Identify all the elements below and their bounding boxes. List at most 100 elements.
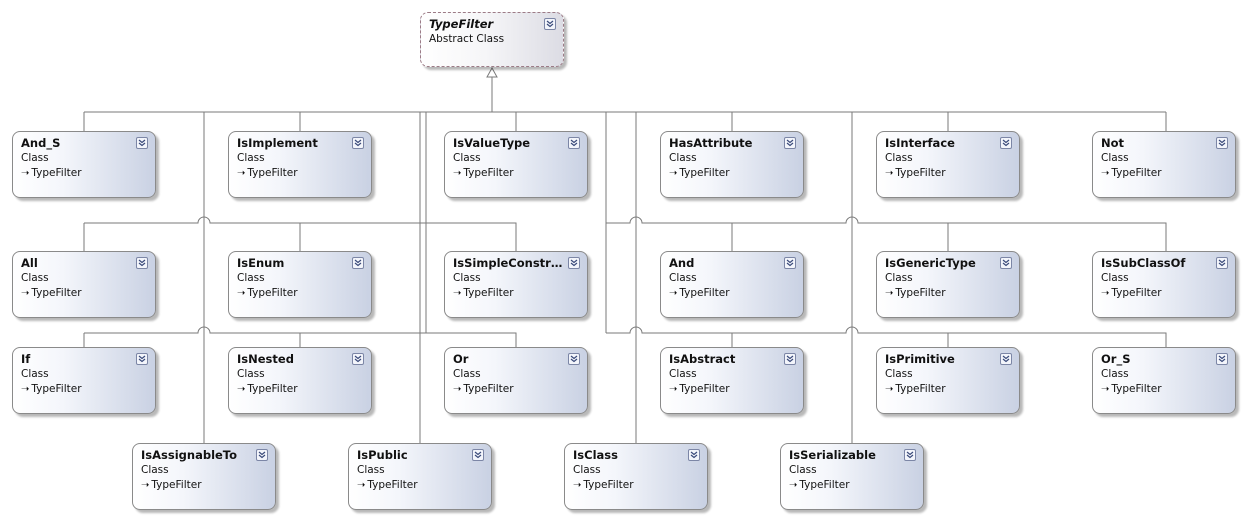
class-name: And (669, 256, 695, 270)
double-chevron-down-icon[interactable] (136, 353, 148, 365)
class-kind: Class (1101, 368, 1129, 380)
class-box-and-s[interactable]: And_S Class ➝TypeFilter (12, 131, 156, 198)
class-box-isserializable[interactable]: IsSerializable Class ➝TypeFilter (780, 443, 924, 510)
class-name: If (21, 352, 31, 366)
class-base: ➝TypeFilter (237, 383, 298, 395)
class-box-not[interactable]: Not Class ➝TypeFilter (1092, 131, 1236, 198)
class-kind: Class (237, 272, 265, 284)
class-box-isabstract[interactable]: IsAbstract Class ➝TypeFilter (660, 347, 804, 414)
class-kind: Abstract Class (429, 33, 505, 45)
class-kind: Class (885, 152, 913, 164)
class-box-isgenerictype[interactable]: IsGenericType Class ➝TypeFilter (876, 251, 1020, 318)
double-chevron-down-icon[interactable] (352, 353, 364, 365)
class-box-hasattribute[interactable]: HasAttribute Class ➝TypeFilter (660, 131, 804, 198)
class-name: Or (453, 352, 469, 366)
class-base: ➝TypeFilter (1101, 383, 1162, 395)
class-base: ➝TypeFilter (885, 167, 946, 179)
double-chevron-down-icon[interactable] (472, 449, 484, 461)
double-chevron-down-icon[interactable] (352, 257, 364, 269)
class-name: Not (1101, 136, 1125, 150)
class-base: ➝TypeFilter (357, 479, 418, 491)
class-base: ➝TypeFilter (21, 383, 82, 395)
class-kind: Class (21, 272, 49, 284)
class-kind: Class (1101, 272, 1129, 284)
inheritance-arrow-icon: ➝ (21, 384, 30, 395)
inheritance-arrow-icon: ➝ (453, 168, 462, 179)
double-chevron-down-icon[interactable] (568, 257, 580, 269)
double-chevron-down-icon[interactable] (1216, 353, 1228, 365)
class-box-ispublic[interactable]: IsPublic Class ➝TypeFilter (348, 443, 492, 510)
class-kind: Class (669, 368, 697, 380)
class-box-isimplement[interactable]: IsImplement Class ➝TypeFilter (228, 131, 372, 198)
inheritance-arrow-icon: ➝ (573, 480, 582, 491)
double-chevron-down-icon[interactable] (1000, 257, 1012, 269)
double-chevron-down-icon[interactable] (136, 137, 148, 149)
class-box-isenum[interactable]: IsEnum Class ➝TypeFilter (228, 251, 372, 318)
class-base: ➝TypeFilter (237, 287, 298, 299)
double-chevron-down-icon[interactable] (568, 353, 580, 365)
class-kind: Class (453, 272, 481, 284)
class-name: IsAbstract (669, 352, 736, 366)
class-box-isassignableto[interactable]: IsAssignableTo Class ➝TypeFilter (132, 443, 276, 510)
double-chevron-down-icon[interactable] (568, 137, 580, 149)
double-chevron-down-icon[interactable] (1000, 137, 1012, 149)
class-name: TypeFilter (429, 17, 494, 31)
class-kind: Class (21, 368, 49, 380)
class-kind: Class (357, 464, 385, 476)
class-box-issubclassof[interactable]: IsSubClassOf Class ➝TypeFilter (1092, 251, 1236, 318)
class-box-and[interactable]: And Class ➝TypeFilter (660, 251, 804, 318)
class-name: And_S (21, 136, 61, 150)
double-chevron-down-icon[interactable] (688, 449, 700, 461)
inheritance-arrow-icon: ➝ (1101, 288, 1110, 299)
class-box-or[interactable]: Or Class ➝TypeFilter (444, 347, 588, 414)
inheritance-arrow-icon: ➝ (669, 288, 678, 299)
class-base: ➝TypeFilter (453, 287, 514, 299)
class-box-isvaluetype[interactable]: IsValueType Class ➝TypeFilter (444, 131, 588, 198)
class-kind: Class (453, 152, 481, 164)
double-chevron-down-icon[interactable] (1216, 257, 1228, 269)
double-chevron-down-icon[interactable] (544, 18, 556, 30)
class-base: ➝TypeFilter (1101, 287, 1162, 299)
class-name: IsClass (573, 448, 618, 462)
class-base: ➝TypeFilter (789, 479, 850, 491)
class-box-isinterface[interactable]: IsInterface Class ➝TypeFilter (876, 131, 1020, 198)
class-box-all[interactable]: All Class ➝TypeFilter (12, 251, 156, 318)
inheritance-arrow-icon: ➝ (1101, 168, 1110, 179)
class-box-typefilter[interactable]: TypeFilter Abstract Class (420, 12, 564, 67)
class-box-isnested[interactable]: IsNested Class ➝TypeFilter (228, 347, 372, 414)
class-base: ➝TypeFilter (453, 383, 514, 395)
class-box-issimpleconstructor[interactable]: IsSimpleConstr… Class ➝TypeFilter (444, 251, 588, 318)
inheritance-arrow-icon: ➝ (1101, 384, 1110, 395)
class-base: ➝TypeFilter (21, 287, 82, 299)
class-name: IsEnum (237, 256, 285, 270)
class-name: IsSerializable (789, 448, 876, 462)
double-chevron-down-icon[interactable] (784, 137, 796, 149)
class-box-or-s[interactable]: Or_S Class ➝TypeFilter (1092, 347, 1236, 414)
class-name: IsPrimitive (885, 352, 955, 366)
class-box-isprimitive[interactable]: IsPrimitive Class ➝TypeFilter (876, 347, 1020, 414)
double-chevron-down-icon[interactable] (256, 449, 268, 461)
inheritance-arrow-icon: ➝ (669, 168, 678, 179)
class-base: ➝TypeFilter (237, 167, 298, 179)
double-chevron-down-icon[interactable] (904, 449, 916, 461)
inheritance-arrow-icon: ➝ (237, 168, 246, 179)
class-base: ➝TypeFilter (573, 479, 634, 491)
class-name: IsValueType (453, 136, 531, 150)
double-chevron-down-icon[interactable] (784, 353, 796, 365)
double-chevron-down-icon[interactable] (1216, 137, 1228, 149)
double-chevron-down-icon[interactable] (1000, 353, 1012, 365)
class-box-isclass[interactable]: IsClass Class ➝TypeFilter (564, 443, 708, 510)
double-chevron-down-icon[interactable] (352, 137, 364, 149)
double-chevron-down-icon[interactable] (136, 257, 148, 269)
class-base: ➝TypeFilter (453, 167, 514, 179)
class-kind: Class (141, 464, 169, 476)
class-box-if[interactable]: If Class ➝TypeFilter (12, 347, 156, 414)
class-kind: Class (669, 272, 697, 284)
double-chevron-down-icon[interactable] (784, 257, 796, 269)
class-base: ➝TypeFilter (21, 167, 82, 179)
class-name: IsImplement (237, 136, 318, 150)
class-base: ➝TypeFilter (669, 383, 730, 395)
class-name: IsSimpleConstr… (453, 256, 563, 270)
inheritance-arrow-icon: ➝ (453, 288, 462, 299)
